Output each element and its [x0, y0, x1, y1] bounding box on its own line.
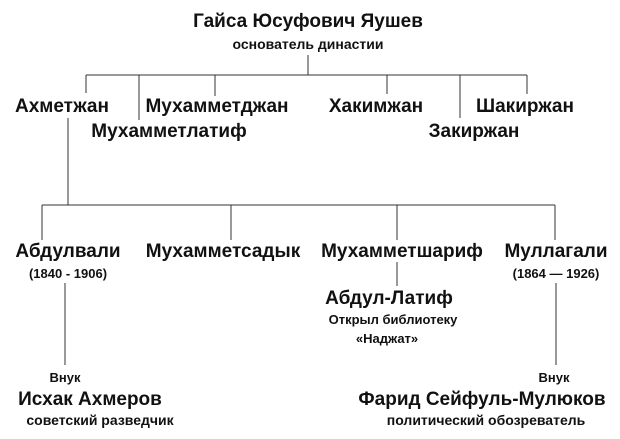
- son-name: Закиржан: [428, 121, 520, 142]
- descendant-role: политический обозреватель: [386, 412, 586, 428]
- abdul-latif-name: Абдул-Латиф: [325, 288, 453, 309]
- abdul-latif-library: «Наджат»: [355, 331, 419, 346]
- son-name: Мухамметджан: [145, 96, 289, 117]
- son-name: Ахметжан: [15, 96, 109, 117]
- son-name: Мухамметлатиф: [91, 121, 247, 142]
- descendant-relation: Внук: [49, 370, 81, 385]
- founder-role: основатель династии: [232, 36, 384, 52]
- founder-name: Гайса Юсуфович Яушев: [193, 11, 423, 32]
- grandson-name: Мухамметшариф: [321, 241, 483, 262]
- grandson-name: Абдулвали: [15, 241, 121, 262]
- descendant-name: Фарид Сейфуль-Мулюков: [358, 389, 606, 410]
- descendant-name: Исхак Ахмеров: [18, 389, 162, 410]
- abdul-latif-note: Открыл библиотеку: [328, 312, 458, 327]
- son-name: Хакимжан: [328, 96, 424, 117]
- grandson-name: Муллагали: [504, 241, 608, 262]
- grandson-years: (1840 - 1906): [28, 266, 108, 281]
- descendant-role: советский разведчик: [26, 412, 174, 428]
- descendant-relation: Внук: [538, 370, 570, 385]
- grandson-years: (1864 — 1926): [512, 266, 600, 281]
- son-name: Шакиржан: [476, 96, 574, 117]
- grandson-name: Мухамметсадык: [145, 241, 301, 262]
